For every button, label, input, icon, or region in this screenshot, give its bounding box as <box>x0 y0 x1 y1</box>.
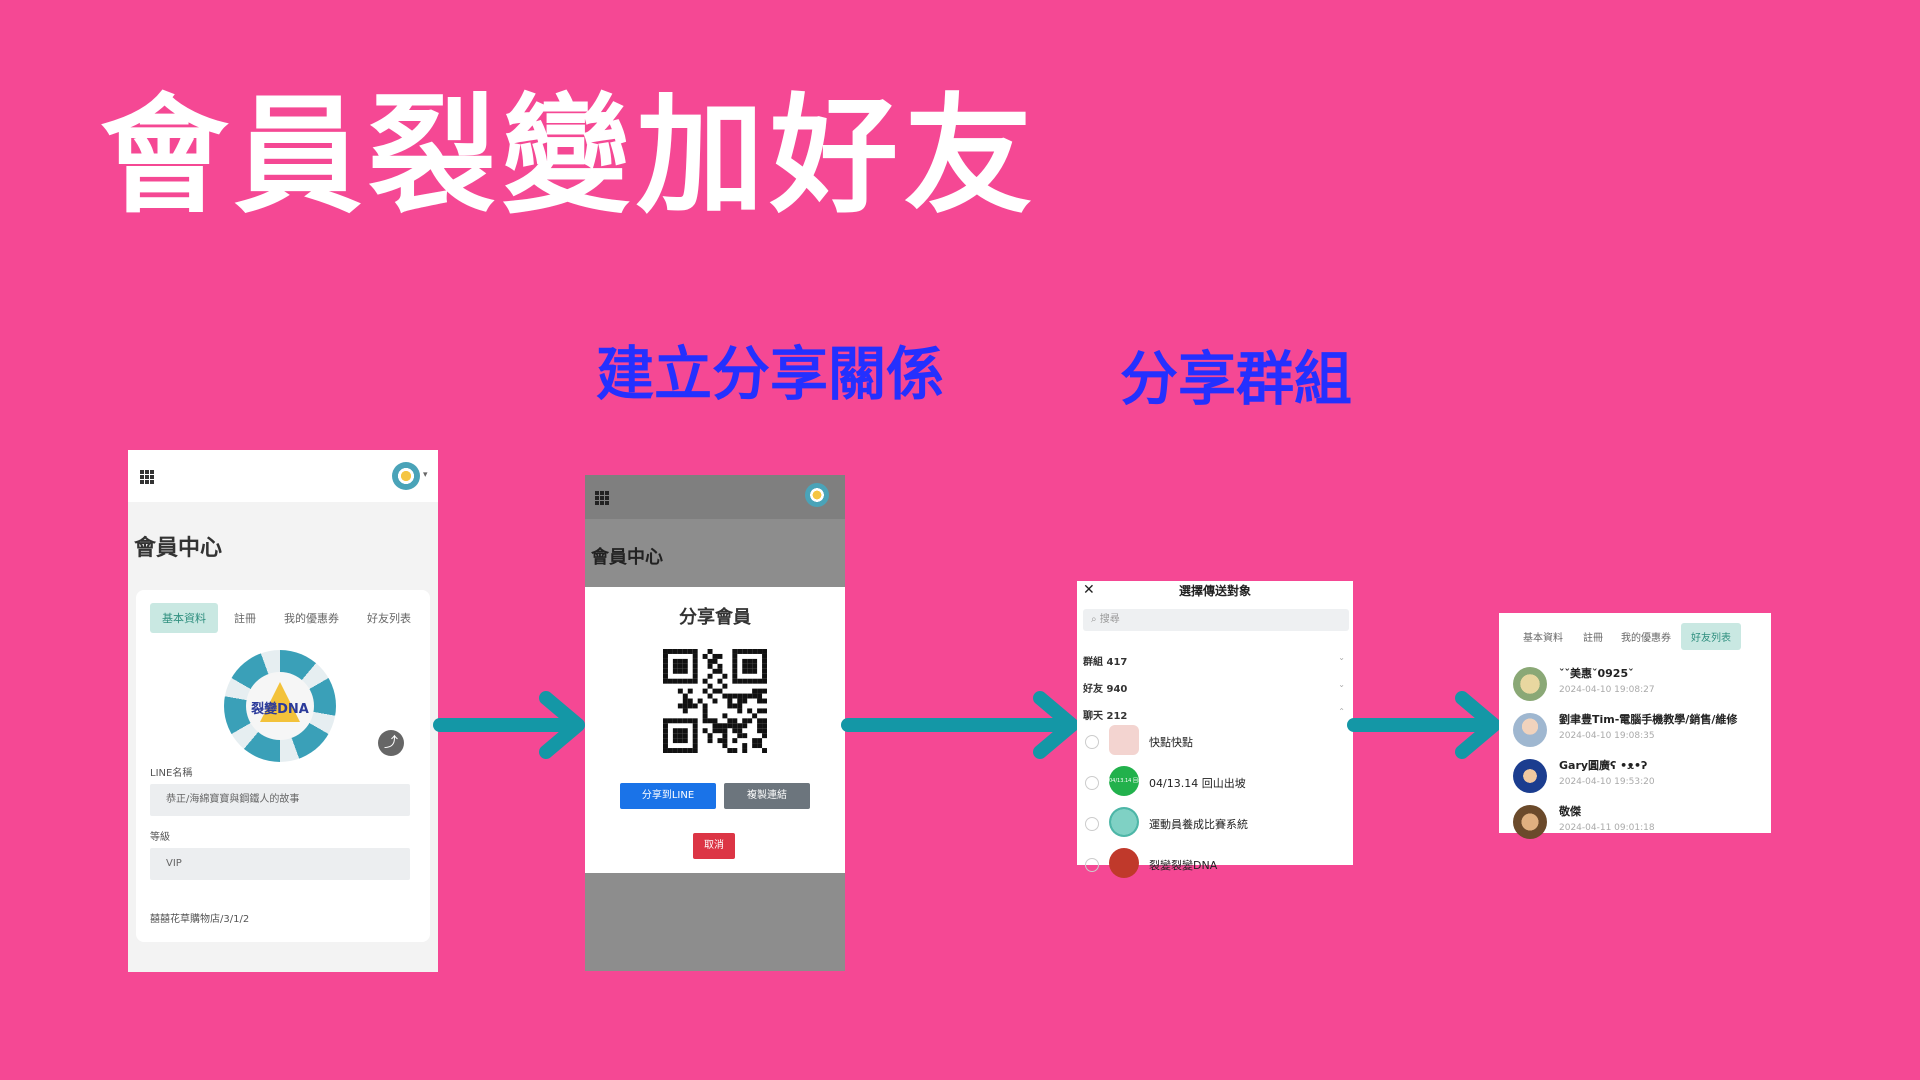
tab-friend-list[interactable]: 好友列表 <box>367 612 411 625</box>
tab-basic-info[interactable]: 基本資料 <box>150 603 218 633</box>
list-item[interactable]: ˇˇ美惠ˇ0925ˇ 2024-04-10 19:08:27 <box>1513 663 1771 707</box>
friend-date: 2024-04-10 19:08:35 <box>1559 731 1655 741</box>
friend-name: ˇˇ美惠ˇ0925ˇ <box>1559 667 1634 680</box>
user-avatar[interactable] <box>392 462 420 490</box>
tab-basic-info[interactable]: 基本資料 <box>1523 633 1563 644</box>
list-item[interactable]: 敬傑 2024-04-11 09:01:18 <box>1513 801 1771 845</box>
list-item[interactable]: 劉聿豊Tim-電腦手機教學/銷售/維修 2024-04-10 19:08:35 <box>1513 709 1771 753</box>
arrow-icon <box>433 691 585 759</box>
user-avatar[interactable] <box>805 483 829 507</box>
step-label-build-share: 建立分享關係 <box>596 340 945 408</box>
search-input[interactable]: ⌕ 搜尋 <box>1083 609 1349 631</box>
tab-my-coupons[interactable]: 我的優惠券 <box>1621 633 1671 644</box>
chat-name: 運動員養成比賽系統 <box>1149 818 1248 831</box>
avatar <box>1109 848 1139 878</box>
dna-logo: 裂變DNA <box>224 650 336 762</box>
chat-name: 04/13.14 回山出坡 <box>1149 777 1246 790</box>
line-name-label: LINE名稱 <box>150 768 193 779</box>
list-item[interactable]: 裂變裂變DNA <box>1077 846 1353 882</box>
chat-name: 裂變裂變DNA <box>1149 859 1218 872</box>
section-chats[interactable]: 聊天 212 <box>1083 711 1128 722</box>
avatar: 04/13.14 回山出坡 <box>1109 766 1153 796</box>
friend-name: 劉聿豊Tim-電腦手機教學/銷售/維修 <box>1559 713 1738 726</box>
profile-tabs: 基本資料 註冊 我的優惠券 好友列表 <box>1513 623 1741 650</box>
avatar <box>1109 807 1139 837</box>
section-friends[interactable]: 好友 940 <box>1083 684 1128 695</box>
search-icon: ⌕ <box>1091 614 1100 625</box>
choose-recipient-screenshot: 選擇傳送對象 ✕ ⌕ 搜尋 群組 417 ⌄ 好友 940 ⌄ 聊天 212 ⌃… <box>1077 581 1353 878</box>
list-item[interactable]: 04/13.14 回山出坡 04/13.14 回山出坡 <box>1077 764 1353 800</box>
arrow-icon <box>841 691 1079 759</box>
step-label-share-group: 分享群組 <box>1120 345 1353 413</box>
address-text: 囍囍花草購物店/3/1/2 <box>150 914 250 925</box>
select-radio[interactable] <box>1085 817 1099 831</box>
list-item[interactable]: 運動員養成比賽系統 <box>1077 805 1353 841</box>
select-radio[interactable] <box>1085 858 1099 872</box>
avatar <box>1513 805 1547 839</box>
copy-link-button[interactable]: 複製連結 <box>724 783 810 809</box>
member-center-title: 會員中心 <box>134 536 223 561</box>
avatar <box>1513 667 1547 701</box>
list-item[interactable]: 快點快點 <box>1077 723 1353 759</box>
profile-card <box>136 590 430 942</box>
tab-my-coupons[interactable]: 我的優惠券 <box>284 612 339 625</box>
arrow-icon <box>1347 691 1501 759</box>
top-bar <box>585 475 845 519</box>
level-label: 等級 <box>150 832 170 843</box>
level-field[interactable]: VIP <box>150 848 410 880</box>
friend-name: Gary圓廣ʕ •ᴥ•ʔ <box>1559 759 1648 772</box>
search-placeholder: 搜尋 <box>1099 614 1120 625</box>
friend-name: 敬傑 <box>1559 805 1581 818</box>
logo-text: 裂變DNA <box>251 702 309 717</box>
chevron-down-icon: ▾ <box>423 470 428 480</box>
friend-date: 2024-04-10 19:53:20 <box>1559 777 1655 787</box>
chevron-down-icon[interactable]: ⌄ <box>1338 653 1345 662</box>
share-member-screenshot: 會員中心 分享會員 分享到LINE 複製連結 取消 <box>585 475 845 971</box>
modal-title: 分享會員 <box>679 607 751 628</box>
friend-date: 2024-04-11 09:01:18 <box>1559 823 1655 833</box>
chat-name: 快點快點 <box>1149 736 1193 749</box>
section-groups[interactable]: 群組 417 <box>1083 657 1128 668</box>
profile-tabs: 基本資料 註冊 我的優惠券 好友列表 <box>150 603 423 633</box>
friend-list-screenshot: 基本資料 註冊 我的優惠券 好友列表 ˇˇ美惠ˇ0925ˇ 2024-04-10… <box>1499 613 1771 839</box>
apps-grid-icon[interactable] <box>140 470 154 484</box>
chevron-down-icon[interactable]: ⌄ <box>1338 680 1345 689</box>
tab-register[interactable]: 註冊 <box>1583 633 1603 644</box>
friend-date: 2024-04-10 19:08:27 <box>1559 685 1655 695</box>
qr-code <box>663 649 767 753</box>
member-center-title: 會員中心 <box>591 547 663 568</box>
list-item[interactable]: Gary圓廣ʕ •ᴥ•ʔ 2024-04-10 19:53:20 <box>1513 755 1771 799</box>
recipient-header: 選擇傳送對象 <box>1178 584 1251 598</box>
share-icon[interactable]: ⤴ <box>378 730 404 756</box>
share-modal: 分享會員 分享到LINE 複製連結 取消 <box>585 587 845 873</box>
avatar <box>1109 725 1139 755</box>
chevron-up-icon[interactable]: ⌃ <box>1338 707 1345 716</box>
member-center-screenshot: ▾ 會員中心 基本資料 註冊 我的優惠券 好友列表 裂變DNA ⤴ LINE名稱… <box>128 450 438 972</box>
top-bar: ▾ <box>128 450 438 503</box>
page-title: 會員裂變加好友 <box>100 82 1039 231</box>
avatar <box>1513 713 1547 747</box>
share-to-line-button[interactable]: 分享到LINE <box>620 783 716 809</box>
cancel-button[interactable]: 取消 <box>693 833 735 859</box>
triangle-icon <box>260 682 300 722</box>
tab-friend-list[interactable]: 好友列表 <box>1681 623 1741 650</box>
tab-register[interactable]: 註冊 <box>234 612 256 625</box>
apps-grid-icon[interactable] <box>595 491 609 505</box>
line-name-field[interactable]: 恭正/海綿寶寶與鋼鐵人的故事 <box>150 784 410 816</box>
select-radio[interactable] <box>1085 735 1099 749</box>
select-radio[interactable] <box>1085 776 1099 790</box>
close-icon[interactable]: ✕ <box>1083 582 1095 598</box>
avatar <box>1513 759 1547 793</box>
